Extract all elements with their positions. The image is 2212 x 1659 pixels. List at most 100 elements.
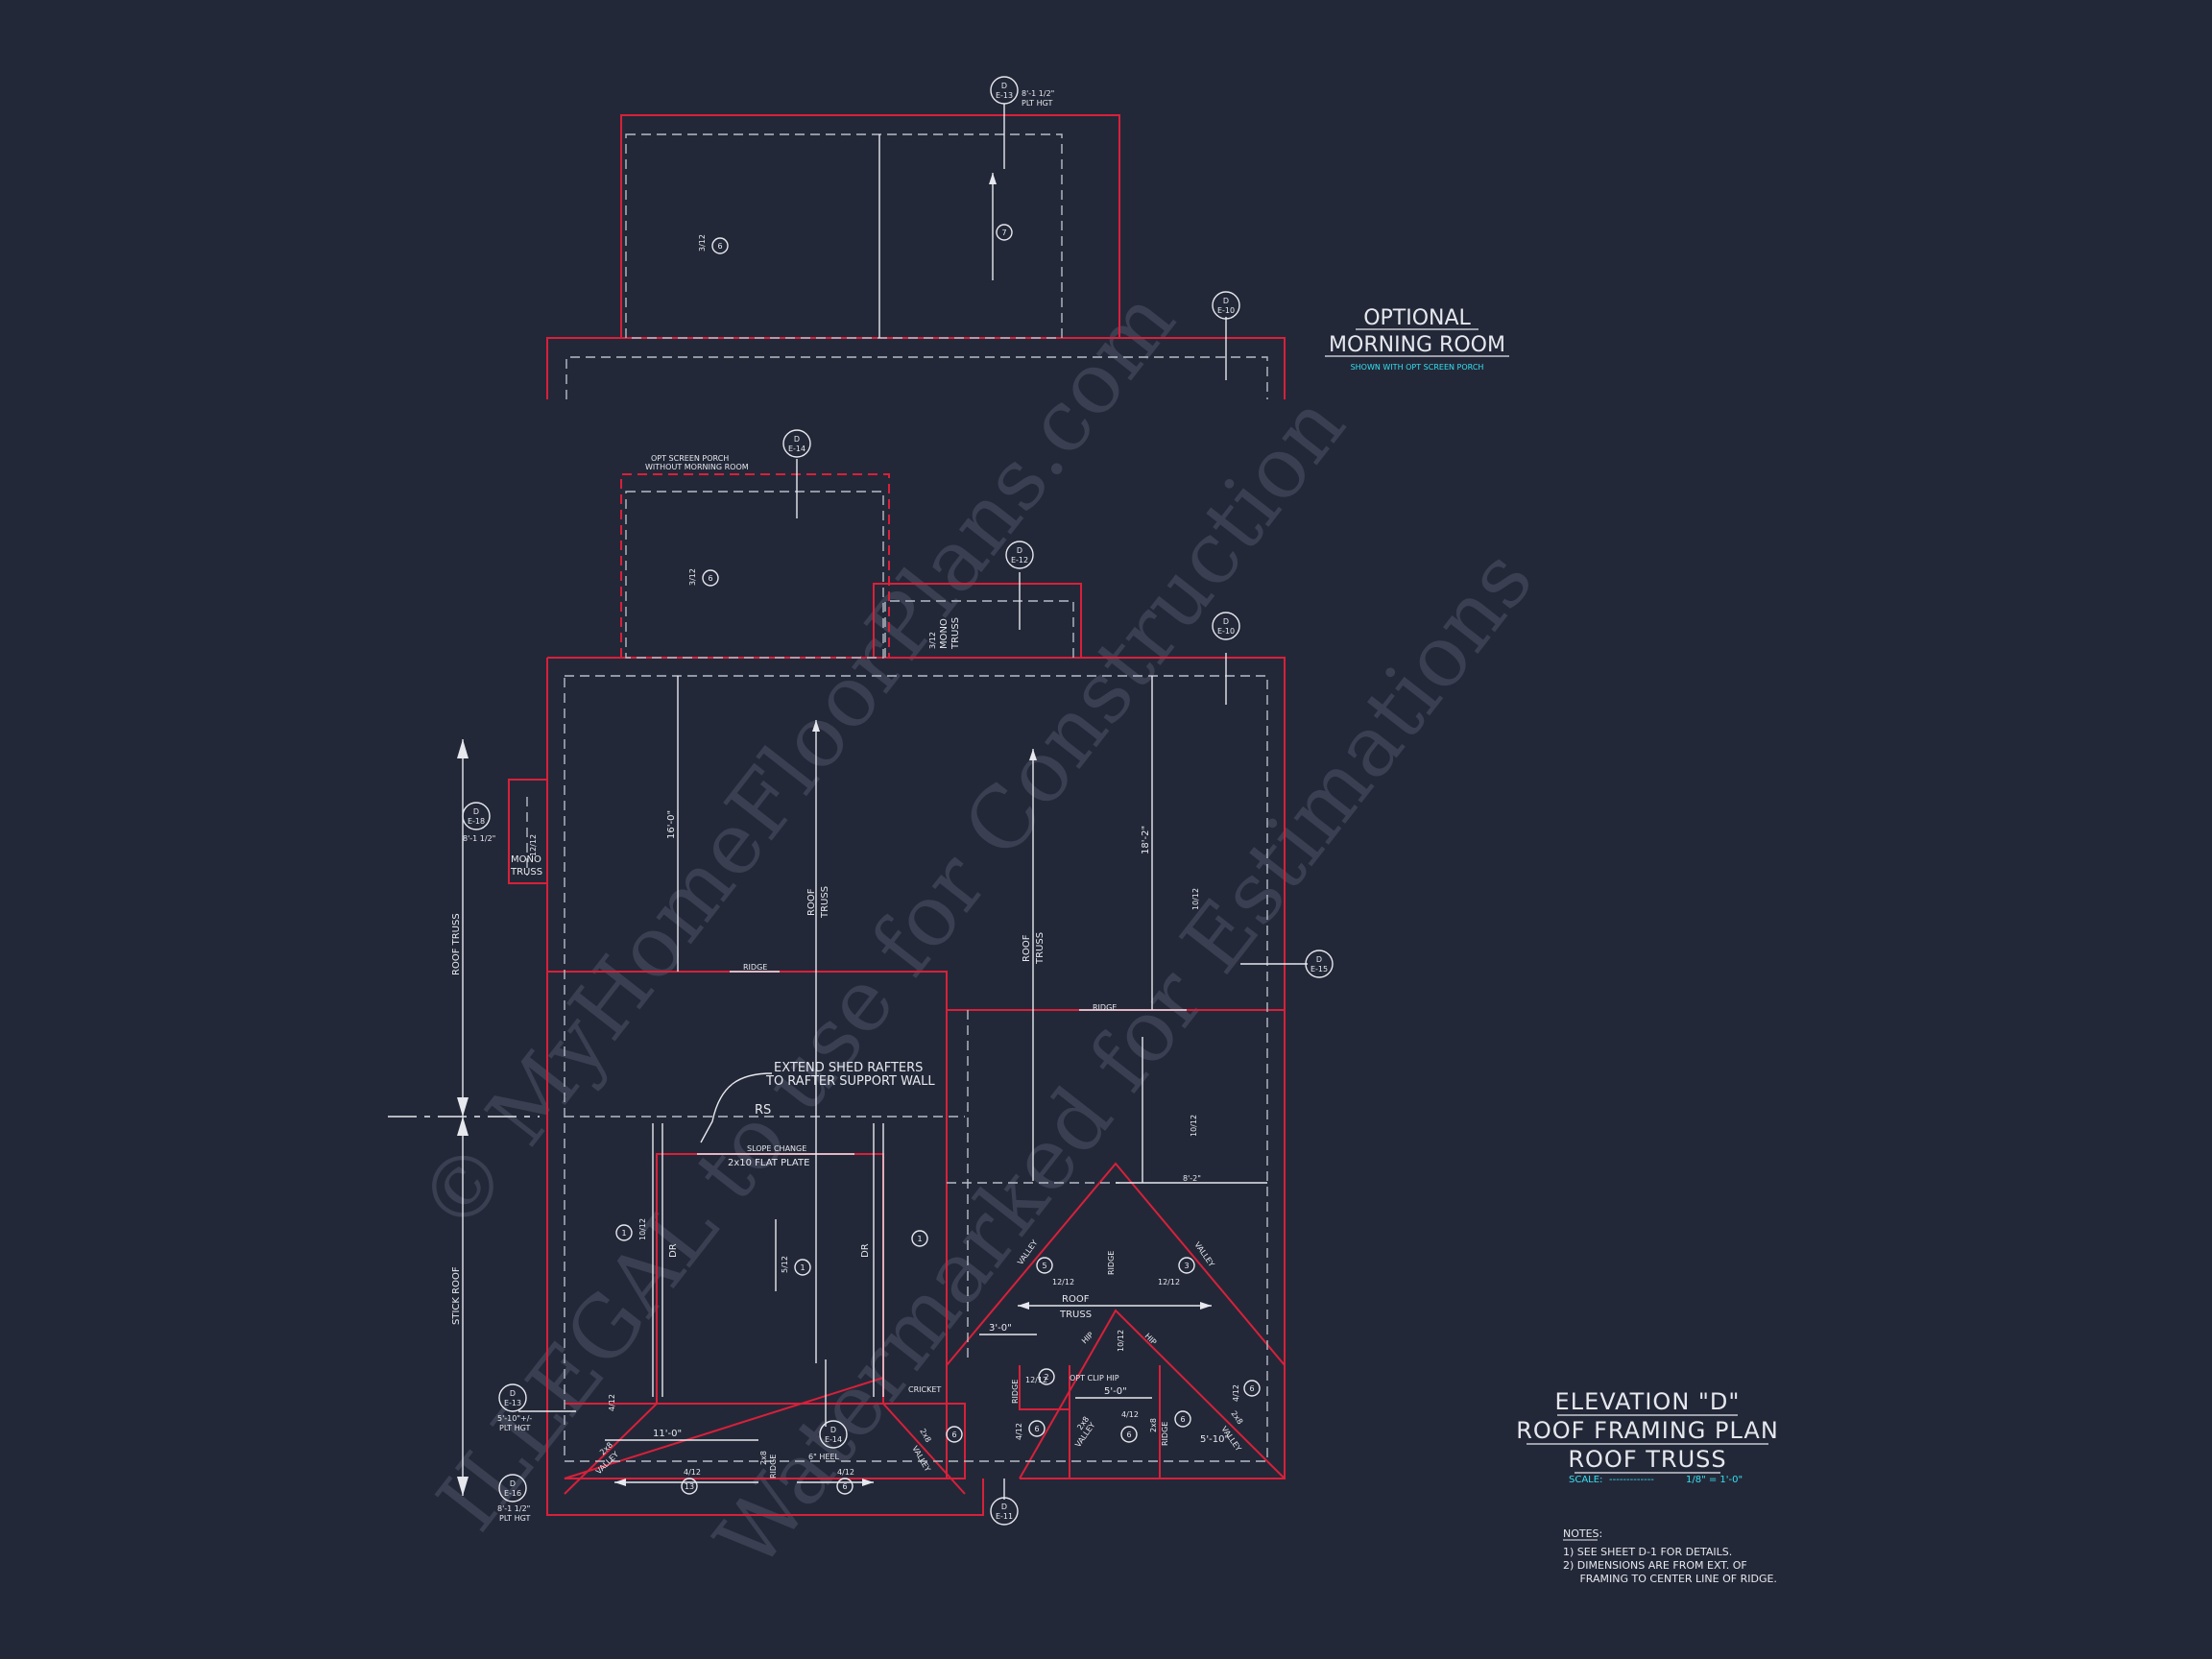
lower-left-plt: PLT HGT — [499, 1424, 531, 1432]
num-circle-6g — [1174, 1410, 1191, 1428]
section-marker-labels: D E-13 D E-10 D E-14 D E-12 D E-10 D E-1… — [468, 82, 1328, 1521]
lower-left-dim: 5'-10"+/- — [497, 1414, 532, 1423]
bottom-left-dim: 8'-1 1/2" — [497, 1504, 530, 1513]
num-6e: 6 — [1034, 1425, 1039, 1433]
pitch-4-left: 4/12 — [608, 1394, 616, 1411]
tri-truss: TRUSS — [1059, 1310, 1092, 1320]
sec-mono-d: D — [1017, 546, 1022, 555]
num-circle-6a — [711, 237, 729, 254]
valley-triangle-1 — [946, 1162, 1286, 1366]
num-circle-6f — [1120, 1426, 1138, 1443]
arrowhead-mid-dim-2 — [457, 1117, 469, 1136]
dim-3-0-text: 3'-0" — [989, 1323, 1012, 1334]
note-item-3: FRAMING TO CENTER LINE OF RIDGE. — [1563, 1573, 1777, 1585]
section-marker-left — [462, 802, 491, 830]
ridge-low-1b: RIDGE — [769, 1455, 778, 1479]
hip-right: HIP — [1143, 1332, 1159, 1347]
bottom-left-plt: PLT HGT — [499, 1514, 531, 1523]
arrowhead-truss-low-r — [1200, 1302, 1212, 1310]
roof-truss-label-2b: TRUSS — [1035, 932, 1046, 965]
optional-title-1: OPTIONAL — [1363, 306, 1471, 330]
valley-low: VALLEY — [910, 1445, 931, 1474]
num-6a: 6 — [717, 242, 722, 251]
title-roof-framing: ROOF FRAMING PLAN — [1516, 1417, 1779, 1444]
arrowhead-top-dim — [457, 739, 469, 758]
num-circle-6b — [702, 569, 719, 587]
mono-box-mono: MONO — [939, 618, 950, 649]
num-1a: 1 — [621, 1229, 626, 1238]
section-marker-bottom-left — [498, 1474, 527, 1503]
section-marker-right-top — [1212, 291, 1240, 320]
section-marker-right-mid — [1212, 612, 1240, 640]
section-marker-mono — [1005, 541, 1034, 569]
pitch-4-box-2: 4/12 — [1121, 1410, 1139, 1419]
sec-right-mid-sheet: E-10 — [1217, 627, 1235, 636]
num-6c: 6 — [842, 1482, 847, 1491]
num-7: 7 — [1001, 228, 1006, 237]
opt-clip-hip: OPT CLIP HIP — [1070, 1374, 1119, 1382]
arrowhead-mid-dim-1 — [457, 1097, 469, 1117]
sec-right-top-sheet: E-10 — [1217, 306, 1235, 315]
sec-mono-sheet: E-12 — [1011, 556, 1028, 565]
dim-5-10-text: 5'-10" — [1200, 1434, 1229, 1445]
ridge-tri: RIDGE — [1107, 1251, 1116, 1275]
roof-truss-label-1a: ROOF — [806, 888, 817, 916]
num-5: 5 — [1042, 1262, 1046, 1270]
tri-roof: ROOF — [1062, 1294, 1090, 1305]
slope-change-label: SLOPE CHANGE — [747, 1144, 806, 1153]
vertical-roof-truss: ROOF TRUSS — [451, 913, 462, 975]
left-mono: MONO — [511, 854, 541, 865]
num-1c: 1 — [917, 1235, 922, 1243]
drawing-title-block: ELEVATION "D" ROOF FRAMING PLAN ROOF TRU… — [1516, 1388, 1779, 1474]
top-plt-dim: 8'-1 1/2" — [1022, 89, 1054, 98]
arrowhead-low-left — [614, 1479, 626, 1486]
num-circle-2 — [1038, 1368, 1055, 1385]
valley-tri-right: VALLEY — [1192, 1240, 1215, 1268]
extend-note-2: TO RAFTER SUPPORT WALL — [765, 1074, 935, 1089]
num-circle-1c — [911, 1230, 928, 1247]
sec-bottom-left-sheet: E-16 — [504, 1489, 521, 1498]
sec-right-top-d: D — [1223, 297, 1229, 305]
sec-bottom-sheet: E-11 — [996, 1512, 1013, 1521]
sec-porch-sheet: E-14 — [788, 445, 805, 453]
roof-truss-label-1b: TRUSS — [820, 886, 830, 919]
scale-value: 1/8" = 1'-0" — [1686, 1475, 1743, 1485]
screen-porch-overhang — [625, 491, 884, 659]
sec-left-d: D — [473, 807, 479, 816]
scale-label: SCALE: — [1569, 1475, 1602, 1485]
optional-note: SHOWN WITH OPT SCREEN PORCH — [1351, 363, 1484, 372]
pitch-12-hip-box: 12/12 — [1025, 1376, 1047, 1384]
pitch-tri-right: 12/12 — [1158, 1278, 1180, 1286]
dr-left-label: DR — [668, 1243, 679, 1258]
scale-dots: ------------- — [1609, 1475, 1654, 1485]
heel-label: 6" HEEL — [808, 1453, 839, 1461]
lower-dash-1 — [947, 1010, 1119, 1363]
arrow-heads — [457, 173, 1212, 1496]
section-marker-heel — [819, 1420, 848, 1449]
num-circle-6h — [1243, 1380, 1261, 1397]
sec-bottom-d: D — [1001, 1503, 1007, 1511]
num-circle-6c — [836, 1478, 854, 1495]
porch-note-2: WITHOUT MORNING ROOM — [645, 463, 749, 471]
note-item-2: 2) DIMENSIONS ARE FROM EXT. OF — [1563, 1559, 1747, 1572]
arrowhead-truss-2 — [1029, 749, 1037, 760]
pitch-4-low-2: 4/12 — [837, 1468, 854, 1477]
sec-left-sheet: E-18 — [468, 817, 485, 826]
hip-left: HIP — [1080, 1331, 1095, 1346]
pitch-4-right: 4/12 — [1232, 1384, 1240, 1402]
pitch-4-low-1: 4/12 — [684, 1468, 701, 1477]
arrowhead-low-right — [862, 1479, 874, 1486]
num-6h: 6 — [1249, 1384, 1254, 1393]
watermark: © MyHomeFloorPlans.com ILLEGAL to use fo… — [398, 272, 1551, 1587]
mono-truss-box-outline — [873, 583, 1082, 658]
mono-box-truss: TRUSS — [950, 617, 961, 650]
sec-lower-left-sheet: E-13 — [504, 1399, 521, 1407]
sec-right-d: D — [1316, 955, 1322, 964]
sec-top-sheet: E-13 — [996, 91, 1013, 100]
num-circle-1a — [615, 1224, 633, 1241]
section-marker-right — [1305, 950, 1334, 978]
num-6d: 6 — [951, 1431, 956, 1439]
dr-right-label: DR — [860, 1243, 871, 1258]
pitch-10-right-low: 10/12 — [1190, 1115, 1198, 1137]
arrowhead-truss-low-l — [1018, 1302, 1029, 1310]
